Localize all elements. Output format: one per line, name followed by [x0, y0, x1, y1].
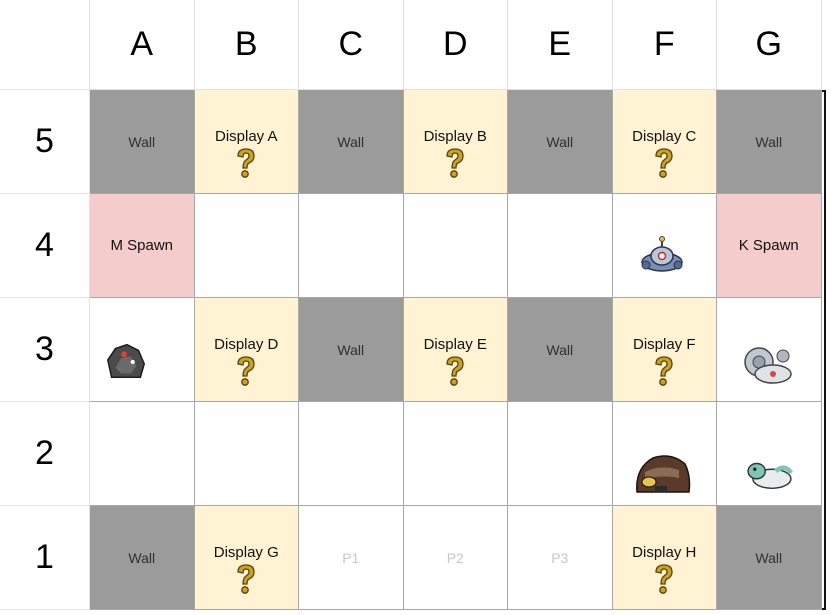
question-mark-icon	[237, 564, 255, 594]
row-header-5: 5	[0, 90, 90, 194]
spawn-label: M Spawn	[110, 237, 174, 254]
question-mark-icon	[655, 564, 673, 594]
column-header-e: E	[508, 0, 613, 90]
cell-d2[interactable]	[403, 402, 508, 506]
cell-a5[interactable]: Wall	[90, 90, 195, 194]
rolycoly-sprite	[106, 343, 146, 379]
cell-f3[interactable]: Display F	[612, 298, 717, 402]
cell-d1[interactable]: P2	[403, 506, 508, 610]
cell-d5[interactable]: Display B	[403, 90, 508, 194]
cell-e1[interactable]: P3	[508, 506, 613, 610]
wall-label: Wall	[128, 133, 156, 150]
row-header-3: 3	[0, 298, 90, 402]
display-label: Display B	[423, 128, 487, 145]
display-label: Display F	[632, 336, 696, 353]
cell-b2[interactable]	[194, 402, 299, 506]
cell-c3[interactable]: Wall	[299, 298, 404, 402]
display-label: Display D	[214, 336, 279, 353]
pos-label: P2	[446, 549, 464, 566]
cell-b3[interactable]: Display D	[194, 298, 299, 402]
cell-b5[interactable]: Display A	[194, 90, 299, 194]
magnezone-sprite	[640, 236, 683, 272]
cell-b1[interactable]: Display G	[194, 506, 299, 610]
cell-c2[interactable]	[299, 402, 404, 506]
question-mark-icon	[446, 148, 464, 178]
wall-label: Wall	[337, 341, 365, 358]
display-label: Display H	[632, 544, 697, 561]
column-header-d: D	[403, 0, 508, 90]
cell-f4[interactable]	[612, 194, 717, 298]
klinklang-sprite	[744, 347, 792, 384]
question-mark-icon	[237, 356, 255, 386]
cell-e2[interactable]	[508, 402, 613, 506]
display-label: Display E	[423, 336, 487, 353]
cell-g5[interactable]: Wall	[717, 90, 822, 194]
question-mark-icon	[446, 356, 464, 386]
drampa-sprite	[747, 462, 793, 489]
column-header-a: A	[90, 0, 195, 90]
cell-a3[interactable]	[90, 298, 195, 402]
cell-d3[interactable]: Display E	[403, 298, 508, 402]
question-mark-icon	[655, 148, 673, 178]
cell-b4[interactable]	[194, 194, 299, 298]
cell-a4[interactable]: M Spawn	[90, 194, 195, 298]
row-header-4: 4	[0, 194, 90, 298]
spawn-label: K Spawn	[738, 237, 799, 254]
cell-a1[interactable]: Wall	[90, 506, 195, 610]
pos-label: P3	[551, 549, 569, 566]
cell-c5[interactable]: Wall	[299, 90, 404, 194]
wall-label: Wall	[546, 133, 574, 150]
wall-label: Wall	[128, 549, 156, 566]
row-header-1: 1	[0, 506, 90, 610]
cell-c1[interactable]: P1	[299, 506, 404, 610]
corner-cell	[0, 0, 90, 90]
cell-a2[interactable]	[90, 402, 195, 506]
cell-d4[interactable]	[403, 194, 508, 298]
question-mark-icon	[655, 356, 673, 386]
cell-e5[interactable]: Wall	[508, 90, 613, 194]
cell-f2[interactable]	[612, 402, 717, 506]
probopass-sprite	[635, 455, 690, 493]
cell-f1[interactable]: Display H	[612, 506, 717, 610]
wall-label: Wall	[337, 133, 365, 150]
display-label: Display A	[214, 128, 278, 145]
column-header-b: B	[194, 0, 299, 90]
cell-g1[interactable]: Wall	[717, 506, 822, 610]
display-label: Display G	[213, 544, 279, 561]
cell-g2[interactable]	[717, 402, 822, 506]
column-header-c: C	[299, 0, 404, 90]
column-header-f: F	[612, 0, 717, 90]
cell-e3[interactable]: Wall	[508, 298, 613, 402]
row-header-2: 2	[0, 402, 90, 506]
question-mark-icon	[237, 148, 255, 178]
cell-c4[interactable]	[299, 194, 404, 298]
display-label: Display C	[632, 128, 697, 145]
game-board: Wall Display A Wall Display B Wall Display C W…	[90, 90, 826, 610]
cell-g3[interactable]	[717, 298, 822, 402]
pos-label: P1	[342, 549, 360, 566]
cell-f5[interactable]: Display C	[612, 90, 717, 194]
wall-label: Wall	[755, 133, 783, 150]
cell-g4[interactable]: K Spawn	[717, 194, 822, 298]
wall-label: Wall	[546, 341, 574, 358]
column-header-g: G	[717, 0, 822, 90]
wall-label: Wall	[755, 549, 783, 566]
cell-e4[interactable]	[508, 194, 613, 298]
